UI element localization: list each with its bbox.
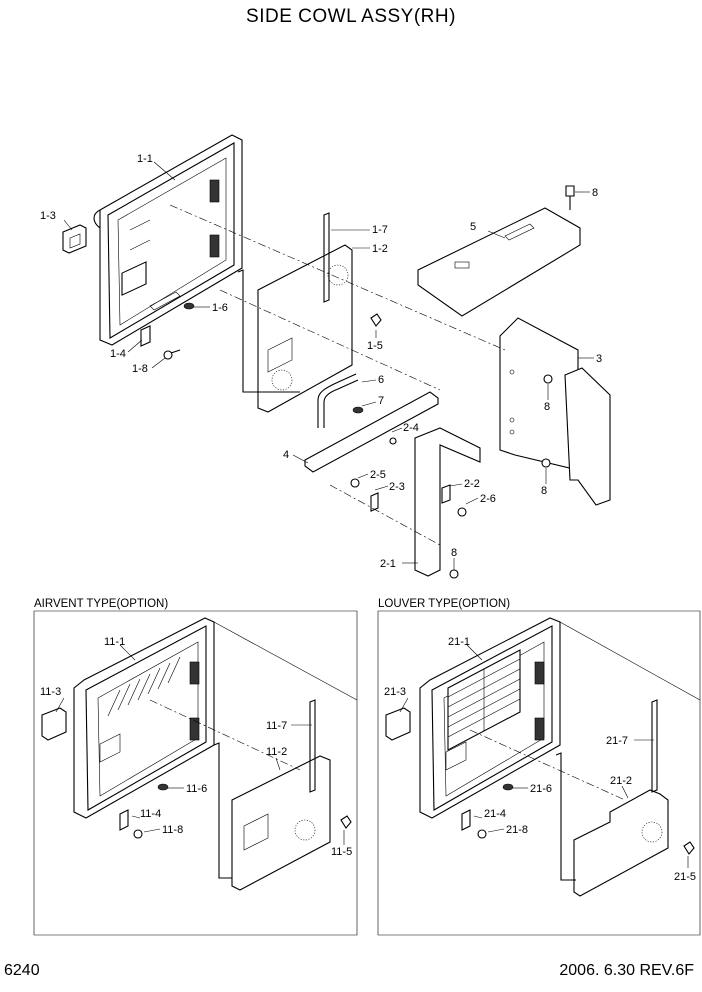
airvent-lines xyxy=(55,621,358,845)
plate-5 xyxy=(417,207,581,317)
label-21-7: 21-7 xyxy=(606,735,628,747)
airvent-frame-11-1 xyxy=(73,617,215,819)
bracket-3 xyxy=(499,317,611,506)
louver-small-parts xyxy=(461,783,695,855)
label-1-3: 1-3 xyxy=(40,210,56,222)
washer-7 xyxy=(352,406,364,414)
bracket-1-4 xyxy=(140,325,151,347)
cap-1-5 xyxy=(370,313,382,327)
label-8-bottom: 8 xyxy=(451,547,457,559)
label-11-1: 11-1 xyxy=(104,636,125,648)
page-title: SIDE COWL ASSY(RH) xyxy=(246,6,456,27)
label-5: 5 xyxy=(470,221,476,233)
label-4: 4 xyxy=(283,449,289,461)
label-11-4: 11-4 xyxy=(140,808,161,820)
label-2-5: 2-5 xyxy=(370,469,386,481)
alignment-lines xyxy=(169,204,506,546)
bracket-2-1 xyxy=(414,427,481,577)
louver-box xyxy=(377,610,701,936)
label-8-low: 8 xyxy=(541,485,547,497)
label-11-7: 11-7 xyxy=(266,720,287,732)
label-2-4: 2-4 xyxy=(403,422,419,434)
label-8-mid: 8 xyxy=(544,401,550,413)
louver-panel-21-2 xyxy=(573,789,669,897)
bar-4 xyxy=(304,391,439,473)
label-21-1: 21-1 xyxy=(448,636,470,648)
airvent-small-parts xyxy=(119,783,352,839)
revision-date: 2006. 6.30 REV.6F xyxy=(559,962,694,979)
label-2-2: 2-2 xyxy=(464,478,480,490)
bolt-1-8 xyxy=(163,349,181,360)
label-6: 6 xyxy=(378,374,384,386)
label-21-2: 21-2 xyxy=(610,775,632,787)
louver-lines xyxy=(399,621,701,868)
label-2-6: 2-6 xyxy=(480,493,496,505)
leader-lines-main xyxy=(63,161,594,570)
label-1-7: 1-7 xyxy=(372,224,388,236)
page-number: 6240 xyxy=(4,962,40,979)
seal-strip-1-7 xyxy=(237,212,330,393)
label-2-3: 2-3 xyxy=(389,481,405,493)
section-airvent-title: AIRVENT TYPE(OPTION) xyxy=(34,598,168,610)
label-11-3: 11-3 xyxy=(40,686,61,698)
label-7: 7 xyxy=(378,395,384,407)
label-1-6: 1-6 xyxy=(212,302,228,314)
small-parts-2 xyxy=(350,437,467,517)
louver-seal-21-7 xyxy=(555,699,658,881)
airvent-seal-11-7 xyxy=(213,699,316,879)
louver-frame-21-1 xyxy=(419,617,561,819)
panel-1-2 xyxy=(257,244,353,413)
label-21-8: 21-8 xyxy=(506,824,528,836)
label-1-4: 1-4 xyxy=(110,348,126,360)
label-1-8: 1-8 xyxy=(132,363,148,375)
door-frame-1-1 xyxy=(93,134,243,346)
label-1-1: 1-1 xyxy=(137,153,153,165)
airvent-panel-11-2 xyxy=(231,755,331,891)
label-21-6: 21-6 xyxy=(530,783,552,795)
label-8-top: 8 xyxy=(592,187,598,199)
label-11-5: 11-5 xyxy=(331,846,352,858)
label-11-2: 11-2 xyxy=(266,746,287,758)
label-21-5: 21-5 xyxy=(674,871,696,883)
handle-bracket-1-3 xyxy=(62,224,87,254)
airvent-handle-11-3 xyxy=(41,707,67,741)
label-1-2: 1-2 xyxy=(372,243,388,255)
section-louver-title: LOUVER TYPE(OPTION) xyxy=(378,598,510,610)
label-3: 3 xyxy=(596,353,602,365)
bolts-8 xyxy=(449,185,575,579)
label-21-3: 21-3 xyxy=(384,686,406,698)
label-1-5: 1-5 xyxy=(367,340,383,352)
label-11-6: 11-6 xyxy=(186,783,207,795)
label-11-8: 11-8 xyxy=(162,824,183,836)
louver-handle-21-3 xyxy=(385,707,411,741)
airvent-box xyxy=(33,610,358,936)
hose-6 xyxy=(317,373,359,428)
label-21-4: 21-4 xyxy=(484,808,506,820)
grommet-1-6 xyxy=(183,302,195,310)
label-2-1: 2-1 xyxy=(380,558,396,570)
